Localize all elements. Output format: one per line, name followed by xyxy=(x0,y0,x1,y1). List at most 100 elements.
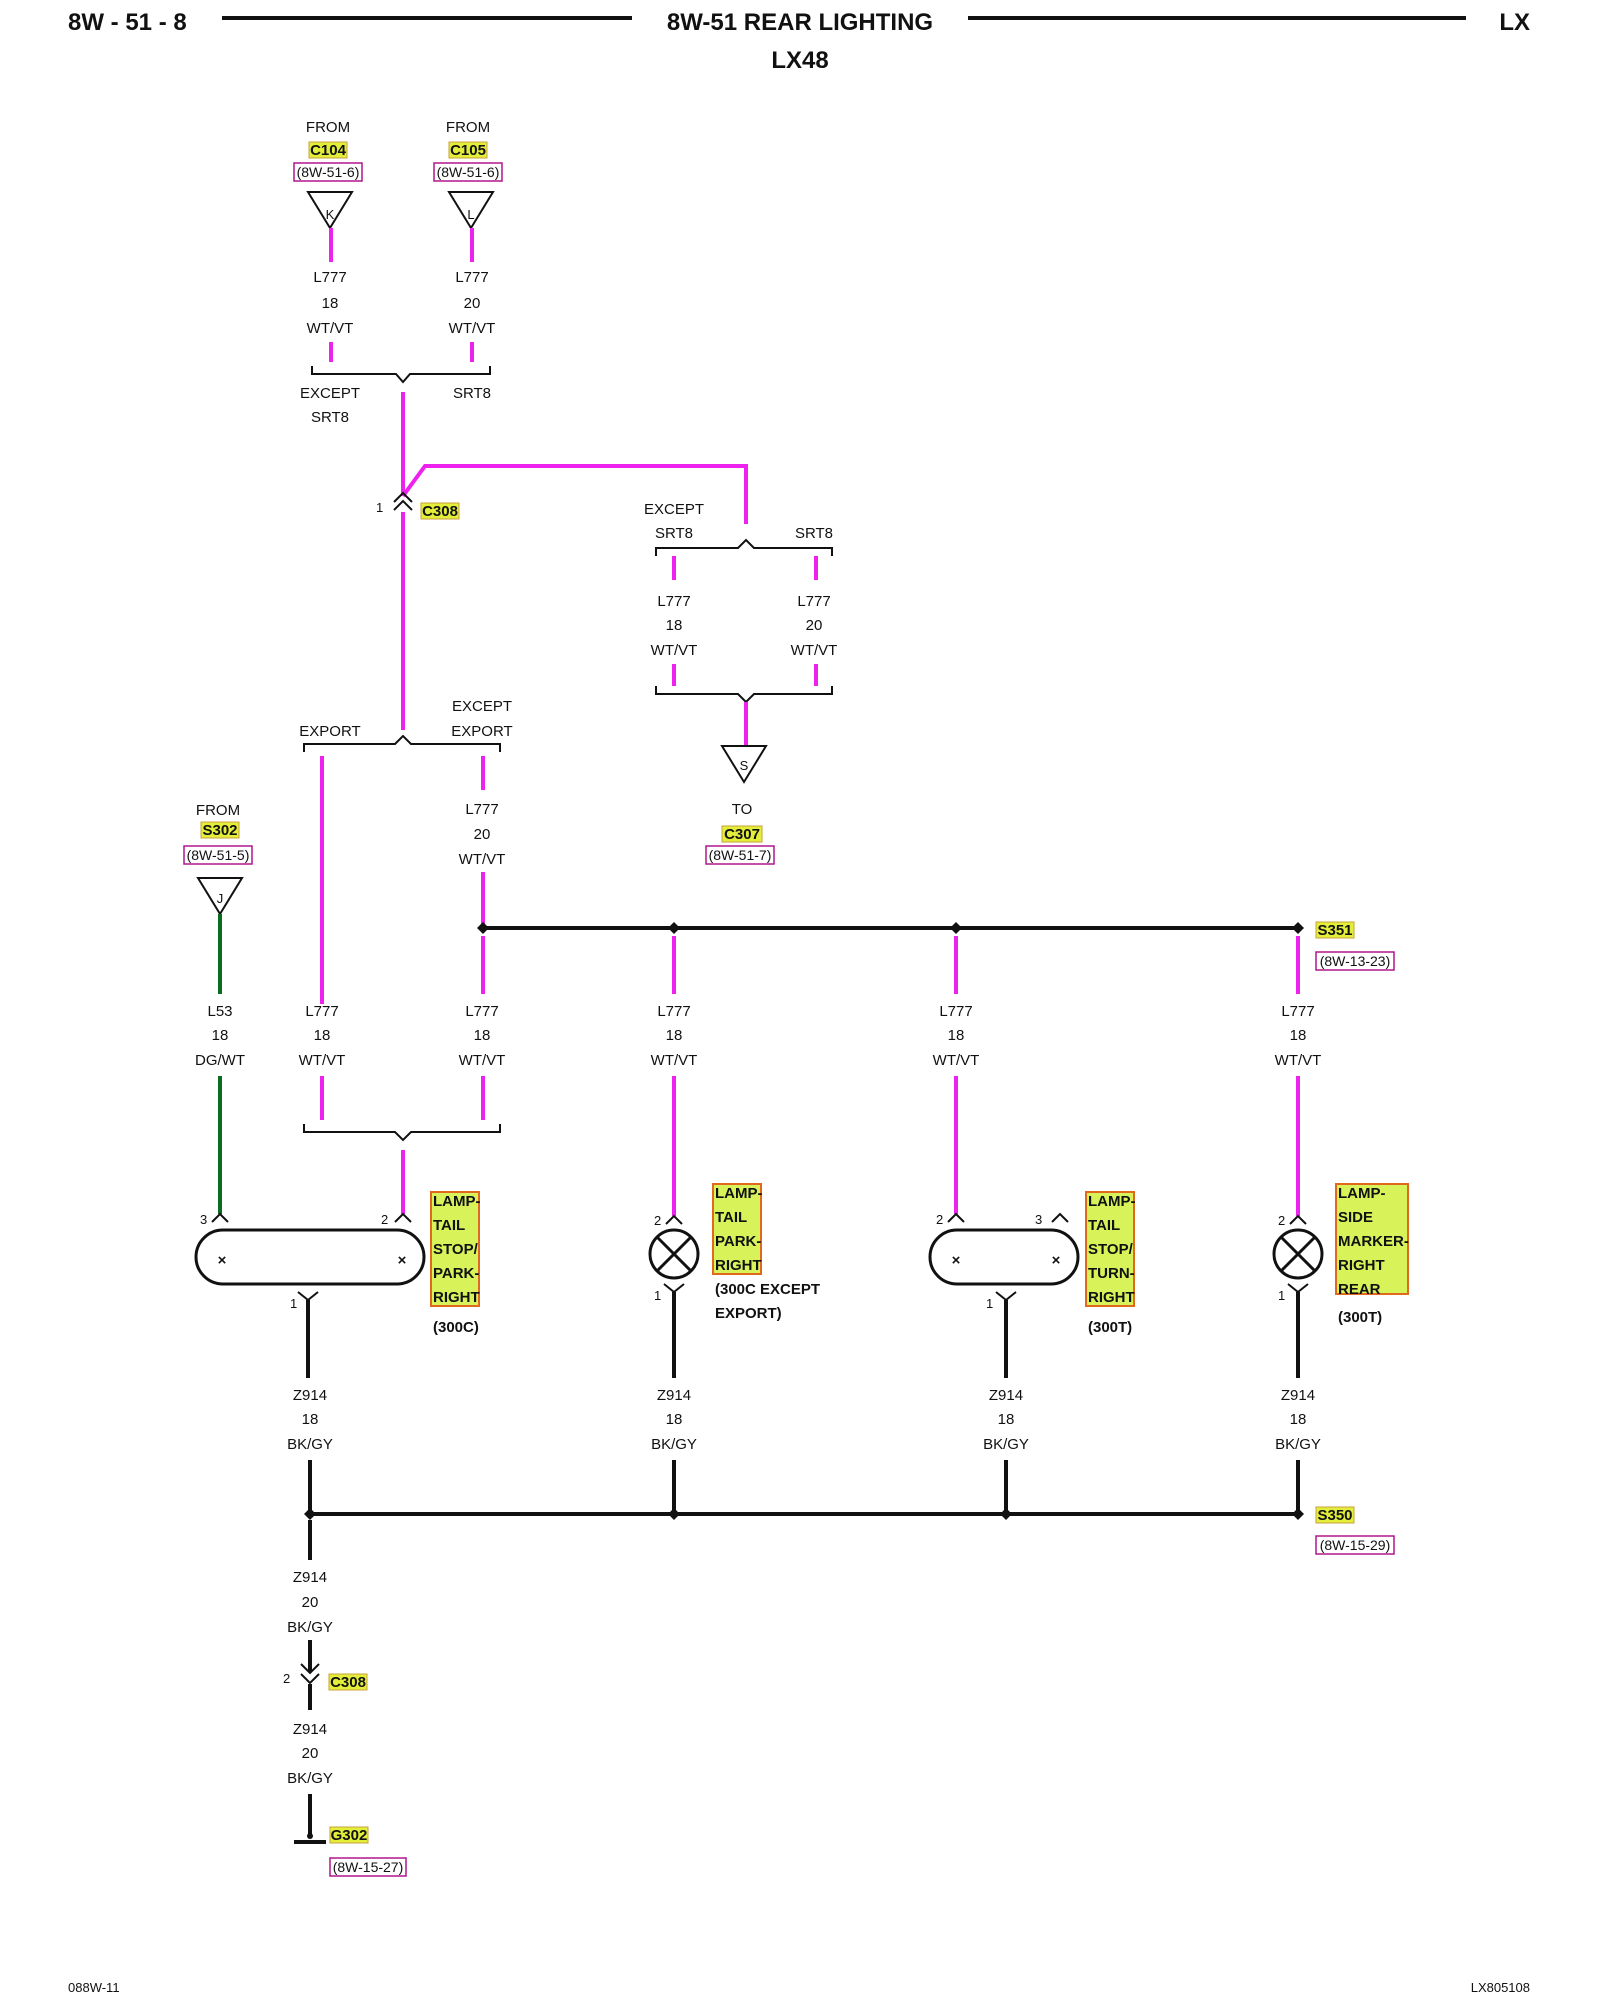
wire-gauge: 18 xyxy=(1290,1411,1307,1428)
connector-chevron-icon xyxy=(300,1673,320,1685)
lamp-label-line: RIGHT xyxy=(1088,1289,1135,1306)
connector-c308[interactable]: C308 xyxy=(422,503,458,520)
connector-triangle-icon xyxy=(720,745,768,784)
lamp-label-line: TAIL xyxy=(433,1217,465,1234)
wire-color: DG/WT xyxy=(195,1052,245,1069)
lamp-variant-note: (300C EXCEPT xyxy=(715,1281,820,1298)
wire-code: L777 xyxy=(465,1003,498,1020)
wire-color: WT/VT xyxy=(651,1052,698,1069)
lamp-variant-note: (300C) xyxy=(433,1319,479,1336)
lamp-tail-stop-turn-right[interactable]: × × 2 3 1 LAMP- TAIL STOP/ TURN- RIGHT (… xyxy=(928,1191,1136,1336)
wire-gauge: 20 xyxy=(302,1745,319,1762)
terminal-chevron-icon xyxy=(394,1212,412,1223)
connector-c308-bottom[interactable]: C308 xyxy=(330,1674,366,1691)
lamp-label-line: MARKER- xyxy=(1338,1233,1409,1250)
wire-gauge: 18 xyxy=(314,1027,331,1044)
pin-s: S xyxy=(740,758,749,773)
page-title: 8W-51 REAR LIGHTING xyxy=(667,9,933,36)
ref-box xyxy=(433,162,503,182)
wire-color: BK/GY xyxy=(651,1436,697,1453)
connector-highlight xyxy=(328,1673,368,1691)
ref-box xyxy=(1315,951,1395,971)
option-brace xyxy=(655,538,833,556)
lamp-label-line: STOP/ xyxy=(1088,1241,1134,1258)
connector-c104[interactable]: C104 xyxy=(310,142,347,159)
wire-code: Z914 xyxy=(989,1387,1023,1404)
wire-color: WT/VT xyxy=(299,1052,346,1069)
option-except: EXCEPT xyxy=(644,501,704,518)
lamp-label-line: RIGHT xyxy=(1338,1257,1385,1274)
lamp-label-line: TAIL xyxy=(715,1209,747,1226)
lamp-tail-stop-park-right[interactable]: × × 3 2 1 LAMP- TAIL STOP/ PARK- RIGHT (… xyxy=(194,1191,481,1336)
pin-k: K xyxy=(326,207,335,222)
bulb-filament-icon: × xyxy=(952,1252,961,1269)
lamp-tail-park-right[interactable]: 2 1 LAMP- TAIL PARK- RIGHT (300C EXCEPT … xyxy=(648,1183,820,1322)
lamp-label-line: LAMP- xyxy=(715,1185,763,1202)
ref-box xyxy=(183,845,253,865)
wire-color: WT/VT xyxy=(933,1052,980,1069)
terminal-chevron-icon xyxy=(947,1212,965,1223)
wire-color: WT/VT xyxy=(307,320,354,337)
wire-gauge: 18 xyxy=(666,1411,683,1428)
option-except-export: EXPORT xyxy=(451,723,512,740)
connector-highlight xyxy=(200,821,240,839)
splice-highlight xyxy=(1315,1506,1355,1524)
footer-right-code: LX805108 xyxy=(1471,1980,1530,1995)
pin-j: J xyxy=(217,891,224,906)
ref-8w-51-7[interactable]: (8W-51-7) xyxy=(709,847,772,863)
ref-8w-51-6[interactable]: (8W-51-6) xyxy=(297,164,360,180)
connector-c307[interactable]: C307 xyxy=(724,826,760,843)
option-brace xyxy=(311,366,491,384)
ref-8w-15-27[interactable]: (8W-15-27) xyxy=(333,1859,404,1875)
wire-code: L777 xyxy=(657,593,690,610)
ref-8w-51-5[interactable]: (8W-51-5) xyxy=(187,847,250,863)
wire-code: Z914 xyxy=(657,1387,691,1404)
ref-8w-13-23[interactable]: (8W-13-23) xyxy=(1320,953,1391,969)
from-c105-group: FROM C105 (8W-51-6) L L777 20 WT/VT xyxy=(433,119,503,362)
wire-gauge: 18 xyxy=(666,617,683,634)
lamp-housing xyxy=(194,1228,426,1286)
wire-color: BK/GY xyxy=(287,1619,333,1636)
connector-highlight xyxy=(448,141,488,159)
splice-node xyxy=(1000,1508,1012,1520)
pin-number: 3 xyxy=(1035,1212,1042,1227)
ground-g302[interactable]: G302 xyxy=(331,1827,368,1844)
option-except: EXCEPT xyxy=(300,385,360,402)
terminal-chevron-icon xyxy=(665,1214,683,1225)
c308-pin: 1 xyxy=(376,500,383,515)
wire-gauge: 20 xyxy=(464,295,481,312)
pin-number: 3 xyxy=(200,1212,207,1227)
wire-color: WT/VT xyxy=(1275,1052,1322,1069)
ref-8w-51-6[interactable]: (8W-51-6) xyxy=(437,164,500,180)
splice-s302[interactable]: S302 xyxy=(202,822,237,839)
wire-code: L777 xyxy=(465,801,498,818)
lamp-label-box xyxy=(1085,1191,1135,1307)
pin-number: 2 xyxy=(1278,1213,1285,1228)
wire-color: BK/GY xyxy=(287,1770,333,1787)
from-label: FROM xyxy=(306,119,350,136)
terminal-chevron-icon xyxy=(211,1212,229,1223)
option-srt8-right: SRT8 xyxy=(453,385,491,402)
lamp-side-marker-right-rear[interactable]: 2 1 LAMP- SIDE MARKER- RIGHT REAR (300T) xyxy=(1272,1183,1409,1326)
lamp-label-box xyxy=(1335,1183,1409,1295)
terminal-chevron-icon xyxy=(297,1291,319,1302)
connector-triangle-icon xyxy=(196,877,244,916)
wire-gauge: 18 xyxy=(998,1411,1015,1428)
lamp-variant-note: (300T) xyxy=(1338,1309,1382,1326)
ref-8w-15-29[interactable]: (8W-15-29) xyxy=(1320,1537,1391,1553)
connector-c105[interactable]: C105 xyxy=(450,142,486,159)
connector-chevron-icon xyxy=(300,1663,320,1675)
splice-s351[interactable]: S351 xyxy=(1317,922,1352,939)
connector-highlight xyxy=(420,502,460,520)
splice-node xyxy=(1292,922,1304,934)
lamp-label-line: LAMP- xyxy=(433,1193,481,1210)
wire-code: Z914 xyxy=(1281,1387,1315,1404)
splice-node xyxy=(1292,1508,1304,1520)
wire-gauge: 18 xyxy=(948,1027,965,1044)
ref-box xyxy=(705,845,775,865)
wire-gauge: 20 xyxy=(302,1594,319,1611)
wire-color: BK/GY xyxy=(287,1436,333,1453)
splice-s350[interactable]: S350 xyxy=(1317,1507,1352,1524)
lamp-label-line: PARK- xyxy=(715,1233,761,1250)
